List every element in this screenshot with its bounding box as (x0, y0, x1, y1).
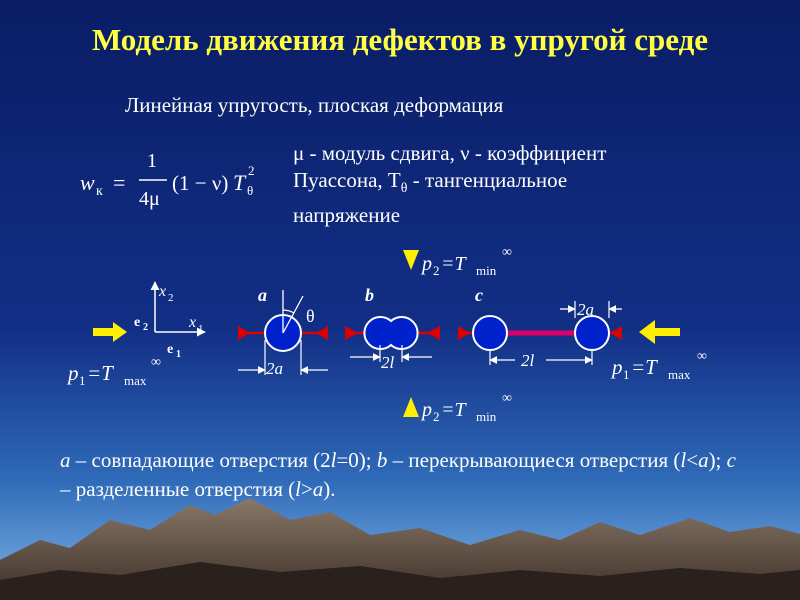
caption-l2: l (680, 448, 687, 472)
p1-left-eq: =T (87, 361, 114, 385)
caption-a-var: a (60, 448, 71, 472)
caption-l1: l (330, 448, 337, 472)
theta-label: θ (306, 306, 315, 326)
caption-b-text: – перекрывающиеся отверстия ( (387, 448, 681, 472)
p2-bottom-tsub: min (476, 409, 497, 424)
axis-x2-sub: 2 (168, 292, 174, 304)
figure-caption: a – совпадающие отверстия (2l=0); b – пе… (60, 446, 740, 504)
caption-b-var: b (376, 448, 388, 472)
theta-radius-line (282, 295, 304, 334)
p1-right-eq: =T (631, 355, 658, 379)
e2-label: e (134, 315, 140, 330)
p2-top-sup: ∞ (502, 245, 512, 260)
definition-line-3: напряжение (293, 203, 401, 228)
caption-a-rest: =0); (336, 448, 377, 472)
p1-right-sup: ∞ (697, 349, 707, 364)
p2-bottom-sub: 2 (433, 409, 440, 424)
p2-bottom-eq: =T (441, 399, 467, 421)
axis-x2-label: x (158, 283, 166, 300)
p1-left-arrow (93, 322, 127, 342)
caption-end: ). (323, 477, 336, 501)
case-c-label: c (475, 285, 483, 305)
e1-label: e (167, 342, 173, 357)
p2-bottom-sup: ∞ (502, 391, 512, 406)
slide-title: Модель движения дефектов в упругой среде (91, 22, 709, 57)
formula-eq: = (113, 170, 125, 195)
case-a-label: a (258, 285, 267, 305)
p2-top-arrow (403, 250, 419, 270)
p1-left-p: p (66, 361, 79, 385)
mountain-range (0, 498, 800, 600)
e1-sub: 1 (176, 349, 181, 360)
slide-subtitle: Линейная упругость, плоская деформация (125, 93, 504, 117)
p1-right-sub: 1 (623, 367, 630, 382)
caption-gt: > (300, 477, 313, 501)
definition-theta-sub: θ (400, 181, 408, 197)
formula-T: T (233, 170, 247, 195)
p2-top-sub: 2 (433, 263, 440, 278)
caption-lt: < (686, 448, 699, 472)
axis-x1-sub: 1 (198, 323, 204, 335)
caption-mid: ); (708, 448, 727, 472)
p2-top-p: p (420, 253, 432, 275)
p2-bottom-p: p (420, 399, 432, 421)
energy-formula: w к = 1 4μ (1 − ν) T θ 2 (80, 150, 255, 210)
formula-numerator: 1 (147, 150, 157, 172)
formula-T-sub: θ (247, 183, 253, 198)
caption-l3: l (295, 477, 301, 501)
caption-a2: a (698, 448, 709, 472)
dim-2a-left: 2a (266, 359, 283, 378)
formula-T-sup: 2 (248, 163, 255, 178)
caption-c-text: – разделенные отверстия ( (60, 477, 296, 501)
formula-lhs-sub: к (96, 184, 103, 199)
p1-left-tsub: max (124, 373, 147, 388)
caption-a3: a (312, 477, 324, 501)
p1-right-tsub: max (668, 367, 691, 382)
formula-denominator: 4μ (139, 188, 160, 210)
p2-bottom-arrow (403, 397, 419, 417)
case-b-label: b (365, 285, 374, 305)
caption-a-text: – совпадающие отверстия (2 (70, 448, 331, 472)
dim-2a-right: 2a (577, 300, 594, 319)
case-a-hole: θ 2a (238, 290, 328, 378)
coordinate-axes: x 2 x 1 e 2 e 1 (134, 281, 206, 360)
formula-factor: (1 − ν) (172, 171, 228, 195)
p1-right-arrow (639, 320, 680, 344)
load-labels: p 2 =T min ∞ p 2 =T min ∞ p 1 =T max ∞ p… (66, 245, 707, 424)
p1-right-p: p (610, 355, 623, 379)
case-b-holes: 2l (345, 316, 440, 372)
p1-left-sub: 1 (79, 373, 86, 388)
e2-sub: 2 (143, 322, 148, 333)
definition-line-2-rest: - тангенциальное (407, 168, 568, 192)
load-arrows (93, 250, 680, 417)
p2-top-eq: =T (441, 253, 467, 275)
formula-lhs: w (80, 170, 95, 195)
p2-top-tsub: min (476, 263, 497, 278)
caption-c-var: c (726, 448, 736, 472)
dim-2l-c: 2l (521, 351, 535, 370)
p1-left-sup: ∞ (151, 355, 161, 370)
definition-line-2: Пуассона, T (293, 168, 401, 192)
dim-2l-b: 2l (381, 353, 395, 372)
axis-x1-label: x (188, 314, 196, 331)
case-c-holes: 2l 2a (458, 300, 622, 370)
definition-line-1: μ - модуль сдвига, ν - коэффициент (293, 141, 607, 165)
